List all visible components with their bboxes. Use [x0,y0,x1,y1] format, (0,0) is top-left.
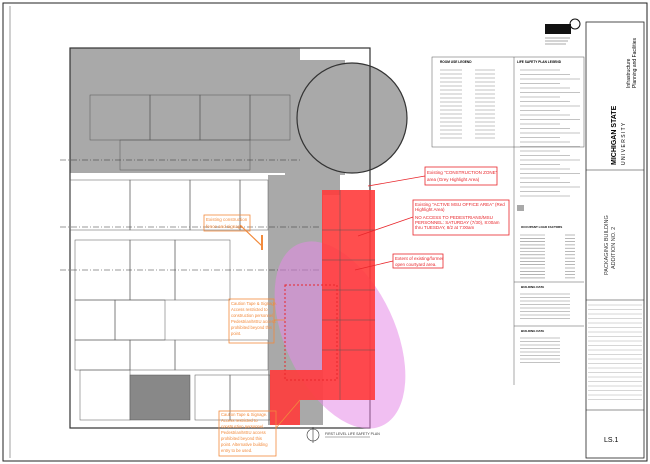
project-name: PACKAGING BUILDINGADDITION NO. 2 [604,215,617,275]
occupant-load-title: OCCUPANT LOAD FACTORS [521,225,562,229]
sheet-number: LS.1 [604,437,619,444]
title-block: InfrastructurePlanning and Facilities MI… [585,21,645,459]
building-data-title-2: BUILDING DATA [521,329,545,333]
svg-text:Existing "CONSTRUCTION ZONE"ar: Existing "CONSTRUCTION ZONE"area (Grey H… [427,170,498,182]
plan-title-block: FIRST LEVEL LIFE SAFETY PLAN [306,427,380,443]
legends-panel: ROOM USE LEGEND LIFE SAFETY PLAN LEGEND … [431,56,585,385]
callout-caution-2: Caution Tape & Signage.Access restricted… [218,399,301,457]
callout-active-office: Existing "ACTIVE MSU OFFICE AREA" (Red H… [357,199,510,237]
svg-text:Caution Tape & Signage.Access: Caution Tape & Signage.Access restricted… [221,412,269,453]
university-name: MICHIGAN STATE [611,105,618,165]
university-subtitle: U N I V E R S I T Y [621,122,627,165]
department-name: InfrastructurePlanning and Facilities [626,37,638,88]
life-safety-legend-title: LIFE SAFETY PLAN LEGEND [517,60,562,64]
callout-caution-1: Caution Tape & Signage.Access restricted… [228,298,285,344]
svg-text:Caution Tape & Signage.Access: Caution Tape & Signage.Access restricted… [231,301,277,336]
callout-construction-zone: Existing "CONSTRUCTION ZONE"area (Grey H… [367,166,498,187]
architect-logo [545,18,581,45]
active-office-area-highlight [270,190,375,425]
plan-title: FIRST LEVEL LIFE SAFETY PLAN [325,432,380,436]
construction-zone-area [70,48,300,173]
room-use-legend-title: ROOM USE LEGEND [440,60,472,64]
courtyard-outline [284,284,338,381]
building-data-title: BUILDING DATA [521,285,545,289]
svg-text:Existing "ACTIVE MSU OFFICE AR: Existing "ACTIVE MSU OFFICE AREA" (Red H… [415,202,506,230]
